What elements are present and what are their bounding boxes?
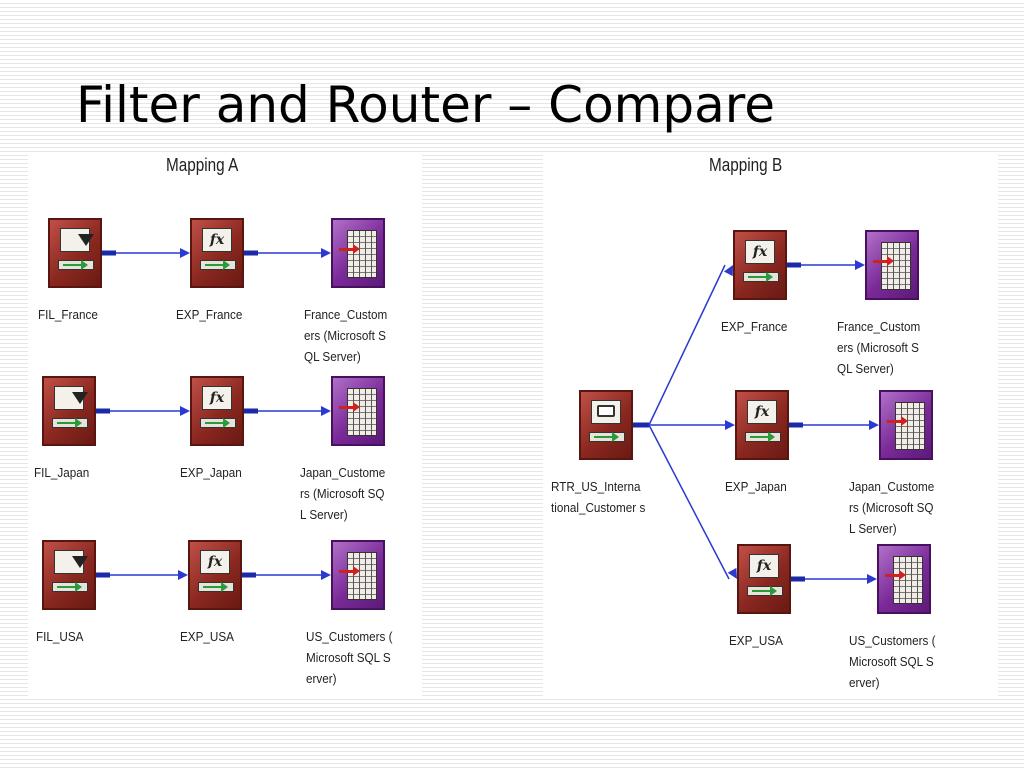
target-node-france[interactable] xyxy=(331,218,385,288)
green-arrow-icon xyxy=(58,260,94,270)
expression-label-usa: EXP_USA xyxy=(180,629,234,644)
mapping-b-heading: Mapping B xyxy=(709,155,783,175)
link-a-filter-exp-2-arrowhead xyxy=(178,570,188,580)
filter-label-japan: FIL_Japan xyxy=(34,465,90,480)
link-a-filter-exp-0-port xyxy=(102,250,116,256)
fx-icon: fx xyxy=(200,550,230,574)
mapping-a-panel: Mapping A FIL_France fx EXP_France Franc… xyxy=(28,152,422,697)
green-arrow-icon xyxy=(52,582,88,592)
expression-node-b-usa[interactable]: fx xyxy=(737,544,791,614)
target-node-japan[interactable] xyxy=(331,376,385,446)
expression-node-b-japan[interactable]: fx xyxy=(735,390,789,460)
target-node-b-usa[interactable] xyxy=(877,544,931,614)
link-b-exp-target-0-arrowhead xyxy=(855,260,865,270)
table-grid-icon xyxy=(347,230,377,278)
link-a-exp-target-1-arrowhead xyxy=(321,406,331,416)
green-arrow-icon xyxy=(745,432,781,442)
router-badge xyxy=(591,400,621,424)
link-b-exp-target-1-port xyxy=(789,422,803,428)
router-label: RTR_US_Interna tional_Customer s xyxy=(551,479,646,515)
expression-label-b-france: EXP_France xyxy=(721,319,788,334)
target-node-b-france[interactable] xyxy=(865,230,919,300)
expression-label-japan: EXP_Japan xyxy=(180,465,242,480)
green-arrow-icon xyxy=(52,418,88,428)
red-arrow-icon xyxy=(873,256,894,266)
link-b-exp-target-2-arrowhead xyxy=(867,574,877,584)
expression-node-b-france[interactable]: fx xyxy=(733,230,787,300)
mapping-a-heading: Mapping A xyxy=(166,155,239,175)
target-label-b-usa: US_Customers ( Microsoft SQL S erver) xyxy=(849,633,936,690)
mapping-b-links xyxy=(633,260,879,584)
filter-badge xyxy=(54,550,88,574)
mapping-a-links xyxy=(96,248,331,580)
filter-badge xyxy=(54,386,88,410)
link-b-exp-target-1-arrowhead xyxy=(869,420,879,430)
mapping-b-panel: Mapping B RTR_US_Interna tional_Customer… xyxy=(543,152,998,697)
filter-icon xyxy=(72,392,88,404)
link-b-exp-target-2-port xyxy=(791,576,805,582)
router-output-port xyxy=(633,422,649,428)
fx-icon: fx xyxy=(745,240,775,264)
green-arrow-icon xyxy=(589,432,625,442)
red-arrow-icon xyxy=(339,244,360,254)
table-grid-icon xyxy=(881,242,911,290)
red-arrow-icon xyxy=(885,570,906,580)
filter-node-usa[interactable] xyxy=(42,540,96,610)
green-arrow-icon xyxy=(747,586,783,596)
fx-icon: fx xyxy=(749,554,779,578)
fx-icon: fx xyxy=(202,386,232,410)
target-label-japan: Japan_Custome rs (Microsoft SQ L Server) xyxy=(300,465,386,522)
expression-node-france[interactable]: fx xyxy=(190,218,244,288)
target-label-france: France_Custom ers (Microsoft S QL Server… xyxy=(304,307,388,364)
table-grid-icon xyxy=(895,402,925,450)
link-b-exp-target-0-port xyxy=(787,262,801,268)
router-node[interactable] xyxy=(579,390,633,460)
filter-node-japan[interactable] xyxy=(42,376,96,446)
link-b-router-exp-0-line xyxy=(648,264,726,426)
expression-label-b-japan: EXP_Japan xyxy=(725,479,787,494)
link-a-exp-target-0-arrowhead xyxy=(321,248,331,258)
link-a-filter-exp-1-port xyxy=(96,408,110,414)
filter-label-usa: FIL_USA xyxy=(36,629,84,644)
target-label-usa: US_Customers ( Microsoft SQL S erver) xyxy=(306,629,393,686)
red-arrow-icon xyxy=(339,566,360,576)
router-icon xyxy=(597,405,615,417)
expression-label-b-usa: EXP_USA xyxy=(729,633,783,648)
green-arrow-icon xyxy=(198,582,234,592)
link-b-router-exp-0-arrowhead xyxy=(723,265,733,277)
filter-node-france[interactable] xyxy=(48,218,102,288)
fx-icon: fx xyxy=(747,400,777,424)
slide-title: Filter and Router – Compare xyxy=(76,76,775,134)
fx-icon: fx xyxy=(202,228,232,252)
target-node-usa[interactable] xyxy=(331,540,385,610)
target-label-b-japan: Japan_Custome rs (Microsoft SQ L Server) xyxy=(849,479,935,536)
red-arrow-icon xyxy=(339,402,360,412)
link-a-exp-target-1-port xyxy=(244,408,258,414)
table-grid-icon xyxy=(893,556,923,604)
link-b-router-exp-2-line xyxy=(648,424,730,580)
link-a-filter-exp-0-arrowhead xyxy=(180,248,190,258)
green-arrow-icon xyxy=(200,418,236,428)
link-a-exp-target-0-port xyxy=(244,250,258,256)
link-b-router-exp-2-arrowhead xyxy=(727,567,737,579)
link-a-exp-target-2-arrowhead xyxy=(321,570,331,580)
table-grid-icon xyxy=(347,552,377,600)
expression-node-usa[interactable]: fx xyxy=(188,540,242,610)
link-b-router-exp-1-arrowhead xyxy=(725,420,735,430)
target-node-b-japan[interactable] xyxy=(879,390,933,460)
expression-node-japan[interactable]: fx xyxy=(190,376,244,446)
green-arrow-icon xyxy=(200,260,236,270)
target-label-b-france: France_Custom ers (Microsoft S QL Server… xyxy=(837,319,921,376)
filter-icon xyxy=(72,556,88,568)
expression-label-france: EXP_France xyxy=(176,307,243,322)
filter-badge xyxy=(60,228,94,252)
link-a-exp-target-2-port xyxy=(242,572,256,578)
link-a-filter-exp-2-port xyxy=(96,572,110,578)
filter-label-france: FIL_France xyxy=(38,307,98,322)
table-grid-icon xyxy=(347,388,377,436)
filter-icon xyxy=(78,234,94,246)
red-arrow-icon xyxy=(887,416,908,426)
link-a-filter-exp-1-arrowhead xyxy=(180,406,190,416)
green-arrow-icon xyxy=(743,272,779,282)
